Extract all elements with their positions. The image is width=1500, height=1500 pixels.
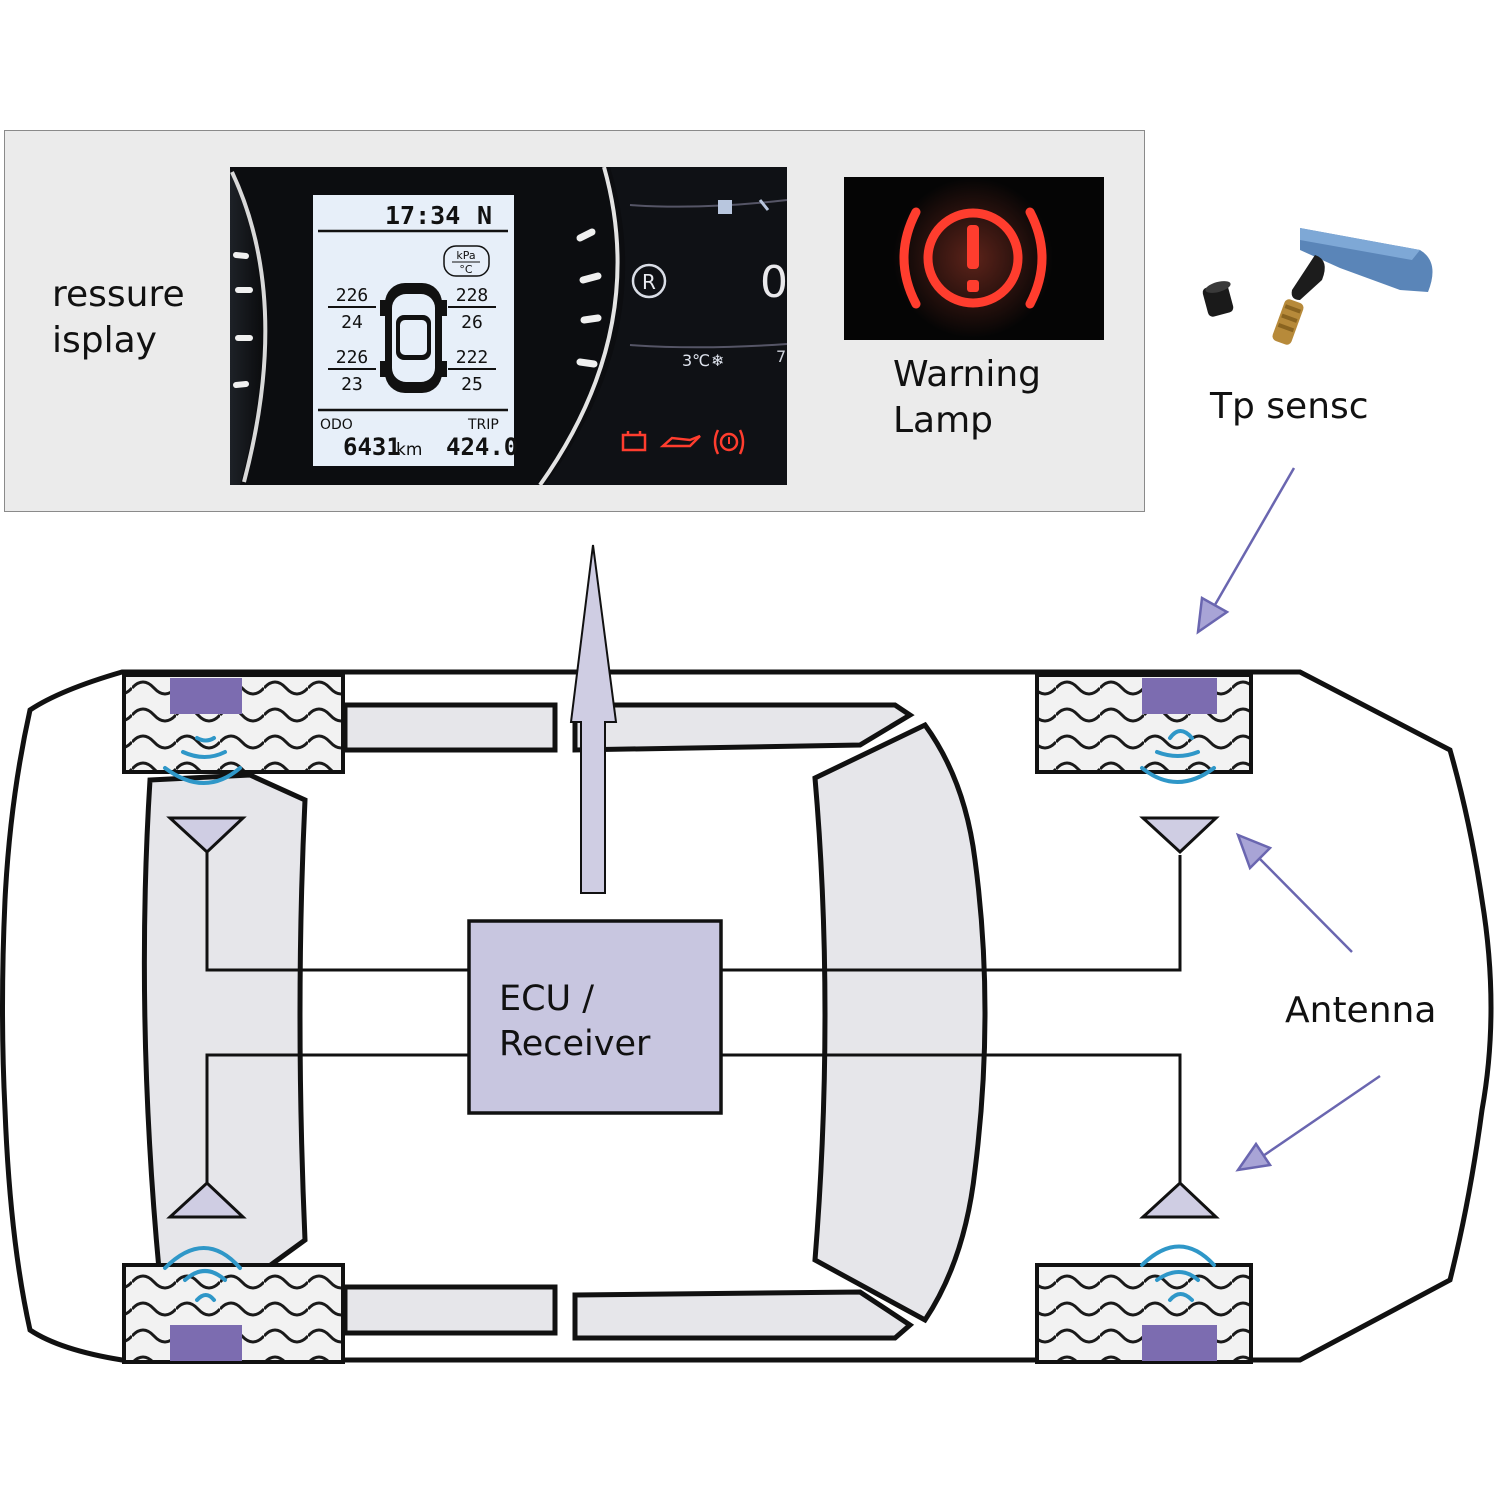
wheel-front-bottom xyxy=(1035,1263,1253,1364)
warning-lamp-label-line2: Lamp xyxy=(893,400,994,441)
antenna-wiring xyxy=(205,850,1182,1185)
odo-value: 6431 xyxy=(343,433,401,461)
small-tpms-warning-icon xyxy=(713,429,745,455)
fl-temp: 24 xyxy=(341,312,363,333)
fuel-icon xyxy=(718,200,732,214)
callout-arrows xyxy=(1196,467,1381,1172)
fr-pressure: 228 xyxy=(456,285,489,306)
edge-digit: 7 xyxy=(776,347,786,366)
pressure-display-label-line1: ressure xyxy=(52,274,185,315)
oil-icon xyxy=(659,434,701,448)
tpms-lcd-screen: 17:34 N kPa °C 226 24 228 26 226 23 222 … xyxy=(313,195,518,466)
wrench-icon xyxy=(758,199,770,211)
trip-value: 424.0 xyxy=(446,433,518,461)
wheel-rear-top xyxy=(122,673,345,774)
rl-pressure: 226 xyxy=(336,347,369,368)
ecu-receiver-box: ECU / Receiver xyxy=(467,919,723,1115)
tp-sensor-photo xyxy=(1202,228,1433,345)
fl-pressure: 226 xyxy=(336,285,369,306)
fr-temp: 26 xyxy=(461,312,483,333)
unit-temp: °C xyxy=(459,263,473,276)
battery-icon xyxy=(621,431,647,452)
unit-pressure: kPa xyxy=(456,249,475,262)
wheel-rear-bottom xyxy=(122,1263,345,1364)
ecu-to-display-arrow xyxy=(569,544,618,894)
tp-sensor-label: Tp sensc xyxy=(1210,386,1369,427)
warning-lamp-photo xyxy=(844,177,1104,340)
rr-temp: 25 xyxy=(461,374,483,395)
car-outline xyxy=(0,669,1494,1363)
odo-unit: km xyxy=(396,440,422,460)
snowflake-icon: ❄ xyxy=(711,351,724,370)
gear-indicator: R xyxy=(642,270,656,294)
ecu-label-line1: ECU / xyxy=(499,979,594,1019)
rr-pressure: 222 xyxy=(456,347,489,368)
tpms-warning-icon xyxy=(899,207,1047,309)
clock: 17:34 xyxy=(385,201,460,230)
trip-label: TRIP xyxy=(467,417,499,433)
compass-direction: N xyxy=(477,201,492,230)
antenna-icon xyxy=(166,816,1220,1219)
speed-digit: 0 xyxy=(760,257,788,308)
odo-label: ODO xyxy=(320,417,353,433)
antenna-label: Antenna xyxy=(1285,990,1437,1031)
dashboard-photo: R 0 3℃ ❄ 7 17:34 N xyxy=(230,166,788,487)
outside-temp: 3℃ xyxy=(682,351,710,370)
ecu-label-line2: Receiver xyxy=(499,1024,651,1064)
pressure-display-label-line2: isplay xyxy=(52,320,157,361)
car-topview-icon xyxy=(380,283,447,393)
signal-arc-icon xyxy=(163,729,1216,1302)
rl-temp: 23 xyxy=(341,374,363,395)
warning-lamp-label-line1: Warning xyxy=(893,354,1042,395)
wheel-front-top xyxy=(1035,673,1253,774)
